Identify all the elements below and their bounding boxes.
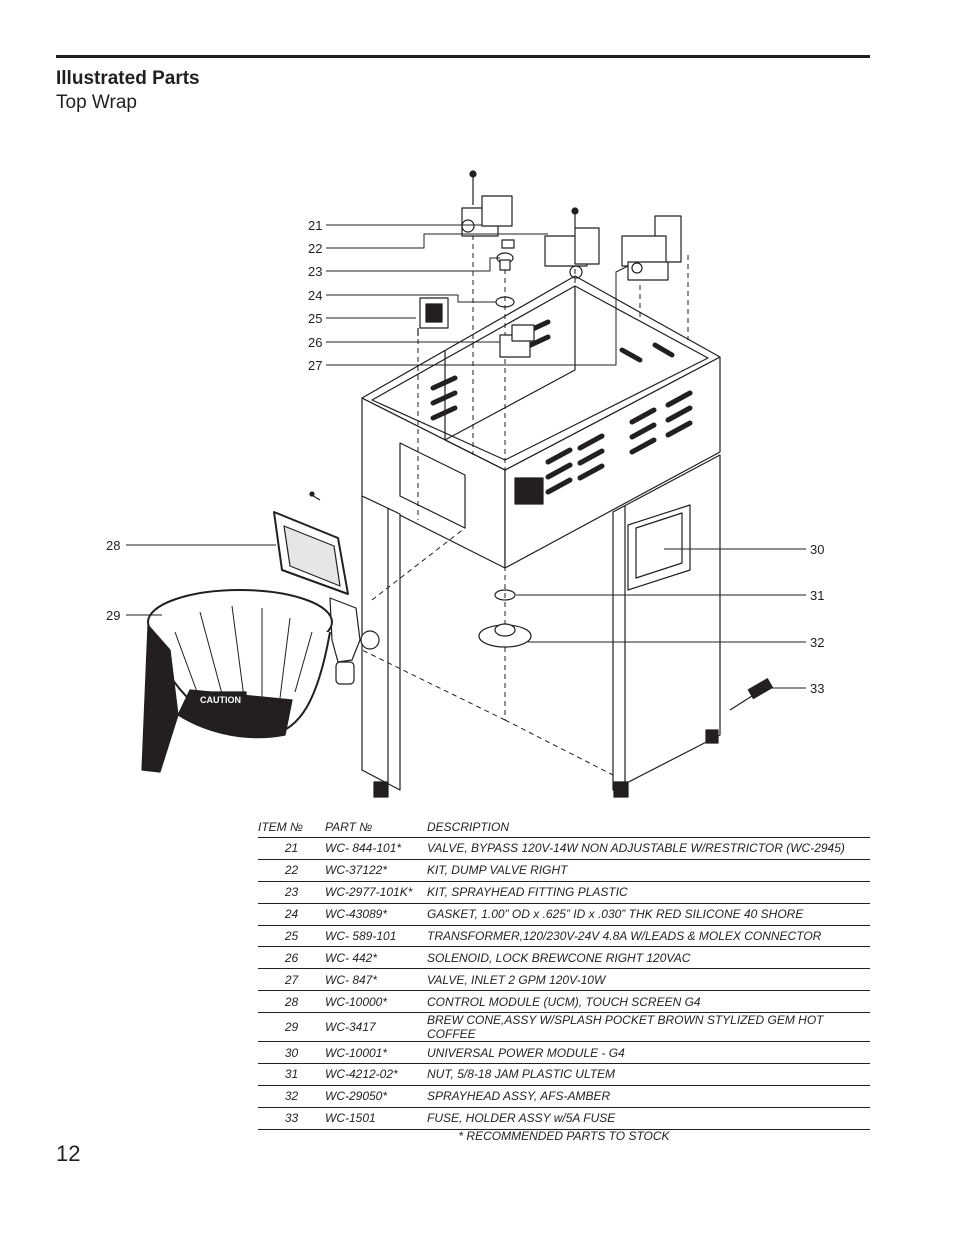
item-number: 25 [258, 925, 325, 948]
column-header-part: PART № [325, 817, 427, 838]
item-number: 24 [258, 903, 325, 926]
top-rule [56, 55, 870, 58]
recommended-parts-footnote: * RECOMMENDED PARTS TO STOCK [458, 1129, 670, 1143]
callout-31: 31 [810, 588, 824, 603]
part-description: KIT, DUMP VALVE RIGHT [427, 859, 870, 882]
part-number: WC-43089* [325, 903, 427, 926]
callout-30: 30 [810, 542, 824, 557]
part-number: WC- 589-101 [325, 925, 427, 948]
part-description: VALVE, BYPASS 120V-14W NON ADJUSTABLE W/… [427, 837, 870, 860]
part-number: WC-10001* [325, 1041, 427, 1065]
section-subtitle: Top Wrap [56, 92, 137, 113]
item-number: 28 [258, 990, 325, 1014]
part-description: KIT, SPRAYHEAD FITTING PLASTIC [427, 881, 870, 904]
item-number: 33 [258, 1107, 325, 1130]
solenoid-part [499, 324, 535, 358]
part-description: VALVE, INLET 2 GPM 120V-10W [427, 968, 870, 992]
part-description: CONTROL MODULE (UCM), TOUCH SCREEN G4 [427, 990, 870, 1014]
part-number: WC-4212-02* [325, 1063, 427, 1086]
callout-32: 32 [810, 635, 824, 650]
item-number: 30 [258, 1041, 325, 1065]
part-number: WC- 442* [325, 946, 427, 970]
callout-26: 26 [308, 335, 322, 350]
caution-label: CAUTION [200, 695, 241, 705]
part-number: WC- 844-101* [325, 837, 427, 860]
part-number: WC-37122* [325, 859, 427, 882]
section-title: Illustrated Parts [56, 68, 200, 89]
part-description: FUSE, HOLDER ASSY w/5A FUSE [427, 1107, 870, 1130]
part-description: GASKET, 1.00” OD x .625” ID x .030” THK … [427, 903, 870, 926]
item-number: 31 [258, 1063, 325, 1086]
part-description: SPRAYHEAD ASSY, AFS-AMBER [427, 1085, 870, 1108]
part-number: WC-3417 [325, 1012, 427, 1043]
part-description: BREW CONE,ASSY W/SPLASH POCKET BROWN STY… [427, 1012, 870, 1043]
sprayhead-fitting-part [496, 239, 515, 271]
control-module-part [273, 491, 349, 595]
inlet-valve-part [621, 215, 682, 281]
part-description: NUT, 5/8-18 JAM PLASTIC ULTEM [427, 1063, 870, 1086]
transformer-part [417, 297, 449, 336]
item-number: 29 [258, 1012, 325, 1043]
item-number: 21 [258, 837, 325, 860]
part-description: UNIVERSAL POWER MODULE - G4 [427, 1041, 870, 1065]
bypass-valve-part [461, 170, 513, 237]
jam-nut-part [494, 589, 516, 601]
callout-24: 24 [308, 288, 322, 303]
callout-23: 23 [308, 264, 322, 279]
part-number: WC-1501 [325, 1107, 427, 1130]
item-number: 26 [258, 946, 325, 970]
part-description: TRANSFORMER,120/230V-24V 4.8A W/LEADS & … [427, 925, 870, 948]
item-number: 23 [258, 881, 325, 904]
item-number: 27 [258, 968, 325, 992]
sprayhead-part [478, 623, 532, 648]
item-number: 32 [258, 1085, 325, 1108]
callout-28: 28 [106, 538, 120, 553]
callout-29: 29 [106, 608, 120, 623]
callout-25: 25 [308, 311, 322, 326]
cabinet-right-leg [612, 454, 721, 791]
dump-valve-part [544, 207, 600, 279]
faucet-part [329, 597, 380, 685]
callout-27: 27 [308, 358, 322, 373]
part-number: WC-2977-101K* [325, 881, 427, 904]
callout-33: 33 [810, 681, 824, 696]
column-header-description: DESCRIPTION [427, 817, 870, 838]
column-header-item: ITEM № [258, 817, 325, 838]
parts-table-header: ITEM № PART № DESCRIPTION [258, 817, 870, 838]
brew-cone-part [141, 589, 333, 773]
part-description: SOLENOID, LOCK BREWCONE RIGHT 120VAC [427, 946, 870, 970]
fuse-holder-part [729, 678, 773, 711]
cabinet-left-leg [361, 495, 401, 791]
callout-21: 21 [308, 218, 322, 233]
part-number: WC-10000* [325, 990, 427, 1014]
part-number: WC-29050* [325, 1085, 427, 1108]
page-number: 12 [56, 1141, 81, 1166]
item-number: 22 [258, 859, 325, 882]
callout-22: 22 [308, 241, 322, 256]
part-number: WC- 847* [325, 968, 427, 992]
